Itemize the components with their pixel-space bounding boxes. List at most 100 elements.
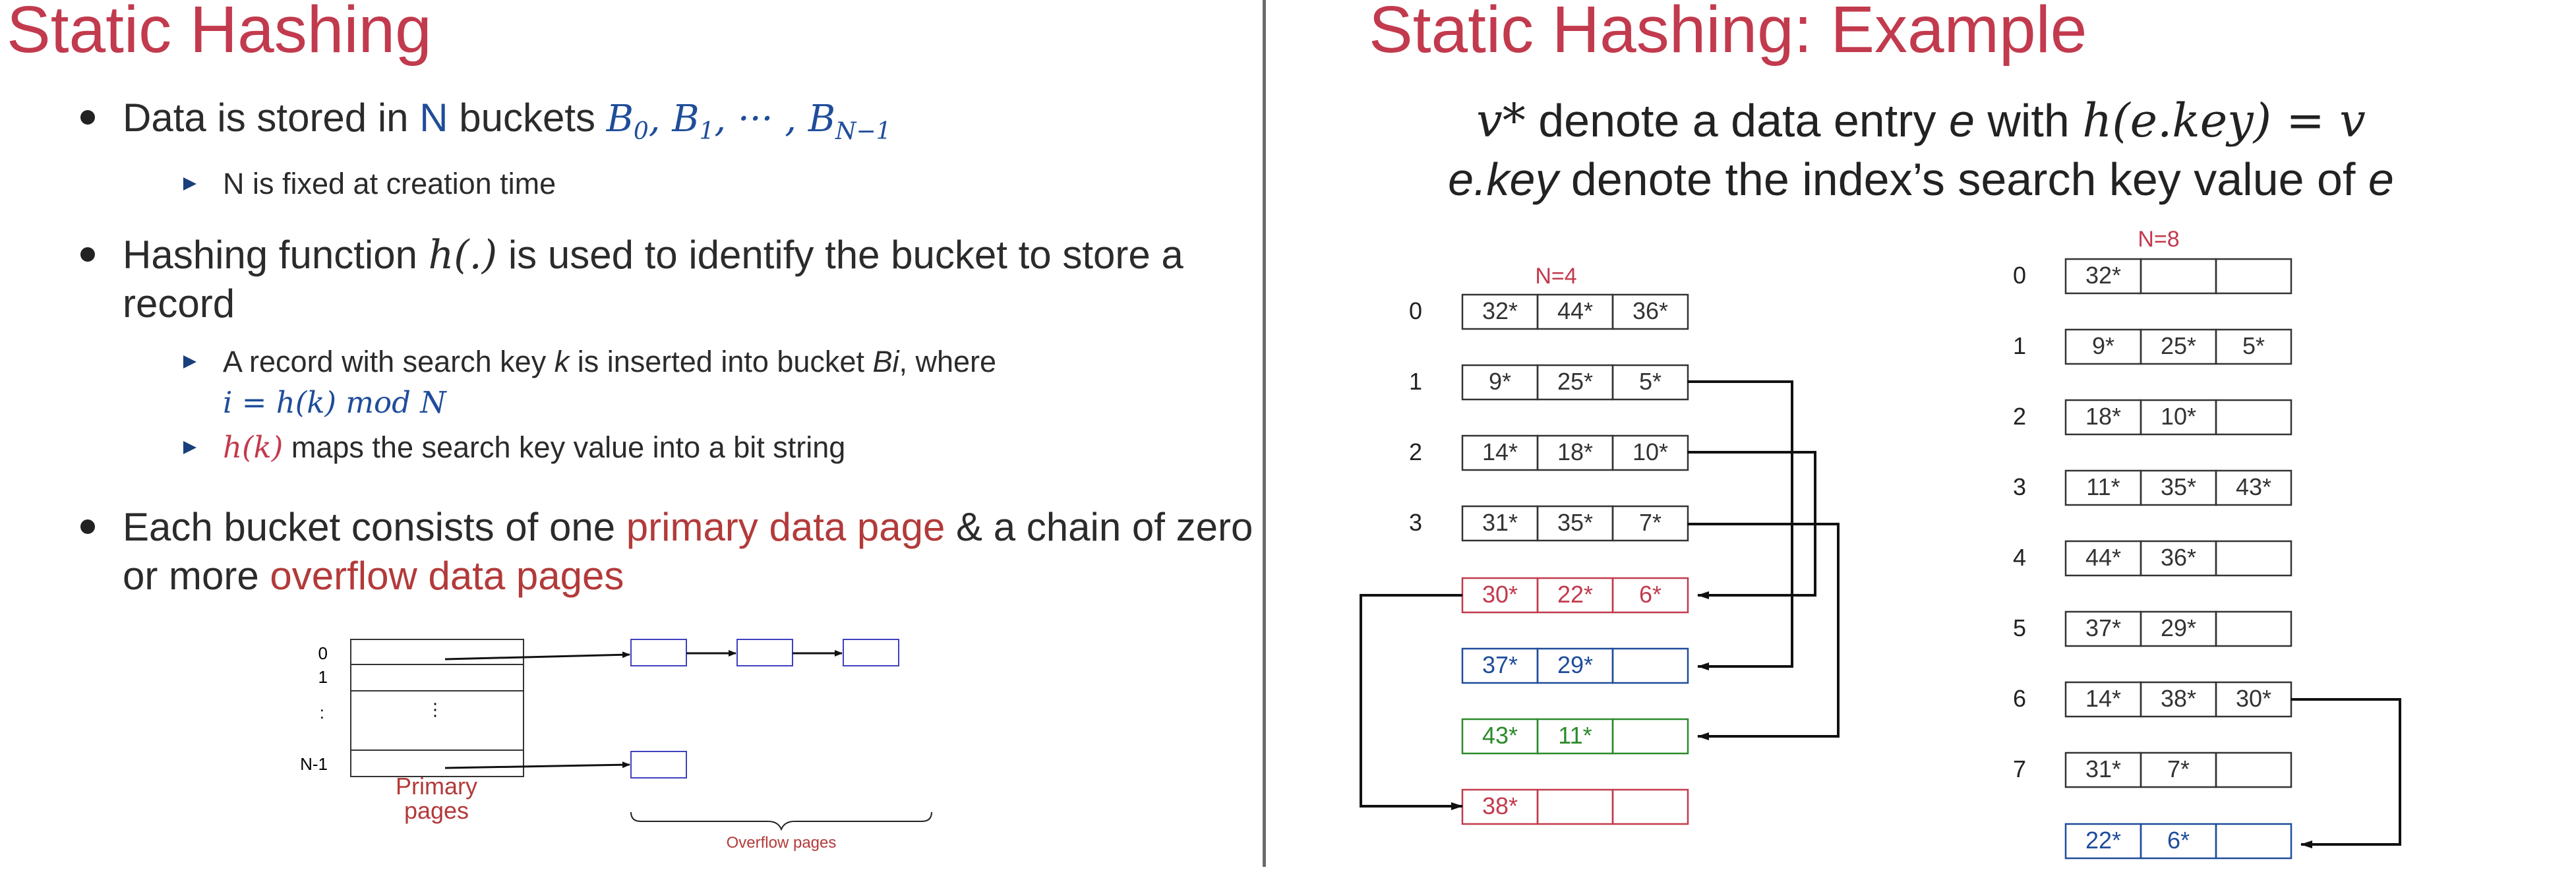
- bucket-entry: 44*: [2085, 544, 2121, 571]
- bucket-entry: 35*: [1557, 509, 1593, 536]
- bucket-entry: 44*: [1557, 297, 1593, 324]
- bucket-entry: 6*: [2167, 827, 2190, 854]
- slide-title: Static Hashing: [7, 0, 432, 67]
- bucket-entry: 10*: [1632, 438, 1668, 465]
- bucket-entry: 30*: [2236, 685, 2271, 712]
- slide-title: Static Hashing: Example: [1369, 0, 2087, 67]
- bucket-entry: 29*: [1557, 651, 1593, 678]
- n8-label: N=8: [2138, 227, 2179, 252]
- slide-divider: [1263, 0, 1266, 867]
- bucket-entry: 32*: [1482, 297, 1518, 324]
- pointer-bucket6-to-overflow: [2291, 698, 2401, 848]
- bucket-entry: 22*: [2085, 827, 2121, 854]
- definition-line-1: v* denote a data entry e with h(e.key) =…: [1476, 94, 2366, 148]
- row-label-n-1: N-1: [300, 754, 328, 774]
- bucket-cell: [1536, 788, 1614, 825]
- overflow-page: [630, 639, 687, 666]
- bucket-entry: 37*: [1482, 651, 1518, 678]
- bucket-entry: 5*: [1639, 368, 1662, 395]
- bucket-id: 1: [2013, 332, 2026, 359]
- bucket-cell: [2215, 540, 2292, 577]
- primary-pages-label: Primary: [396, 773, 477, 800]
- row-label-0: 0: [318, 643, 328, 663]
- bullet-dot: [80, 247, 95, 262]
- inner-dots: ⋮: [427, 699, 444, 719]
- overflow-page: [630, 751, 687, 779]
- sub-bullet-marker: [183, 441, 196, 454]
- sub-bullet-bit-string: h(k) maps the search key value into a bi…: [183, 427, 845, 468]
- bullet-dot: [80, 110, 95, 125]
- sub-bullet-marker: [183, 355, 196, 368]
- bucket-entry: 32*: [2085, 262, 2121, 289]
- n4-label: N=4: [1535, 264, 1576, 289]
- bucket-cell: [2215, 751, 2292, 788]
- bucket-entry: 7*: [2167, 755, 2190, 782]
- bucket-entry: 14*: [2085, 685, 2121, 712]
- bucket-entry: 25*: [2161, 332, 2196, 359]
- bucket-entry: 14*: [1482, 438, 1518, 465]
- sub-bullet-insert-rule: A record with search key k is inserted i…: [183, 341, 1212, 423]
- bucket-entry: 43*: [1482, 722, 1518, 749]
- bullet-dot: [80, 519, 95, 534]
- bucket-id: 0: [2013, 262, 2026, 289]
- bucket-entry: 36*: [1632, 297, 1668, 324]
- overflow-page: [736, 639, 793, 666]
- bucket-cell: [2215, 469, 2292, 506]
- bucket-entry: 11*: [1558, 722, 1592, 749]
- bucket-entry: 36*: [2161, 544, 2196, 571]
- bucket-entry: 29*: [2161, 614, 2196, 641]
- sub-bullet-fixed-n: N is fixed at creation time: [183, 163, 556, 204]
- bucket-entry: 7*: [1639, 509, 1662, 536]
- bucket-list: B0, B1, ··· , BN−1: [606, 98, 891, 146]
- bucket-id: 4: [2013, 544, 2026, 571]
- n8-bucket: 0 32*: [2013, 258, 2292, 295]
- bucket-id: 2: [2013, 403, 2026, 430]
- overflow-brace: [630, 811, 932, 831]
- bullet-bucket-pages: Each bucket consists of one primary data…: [80, 503, 1257, 601]
- bucket-id: 5: [2013, 614, 2026, 641]
- row-label-dots: :: [320, 703, 324, 722]
- bucket-entry: 31*: [2085, 755, 2121, 782]
- bucket-id: 1: [1409, 368, 1422, 395]
- bucket-entry: 37*: [2085, 614, 2121, 641]
- bucket-entry: 9*: [2092, 332, 2114, 359]
- n4-overflow-page: 30*22*6*: [1461, 577, 1689, 614]
- n8-bucket: 4 44* 36*: [2013, 540, 2292, 577]
- sub-bullet-marker: [183, 177, 196, 191]
- overflow-page: [843, 639, 899, 666]
- bucket-id: 6: [2013, 685, 2026, 712]
- bucket-cell: [1611, 293, 1689, 330]
- bucket-entry: 25*: [1557, 368, 1593, 395]
- bucket-entry: 6*: [1639, 581, 1662, 608]
- bucket-entry: 35*: [2161, 473, 2196, 500]
- bucket-cell: [1611, 647, 1689, 684]
- bucket-overflow-diagram: 0 1 : N-1 ⋮ Primary pages Overflow pages: [300, 639, 932, 852]
- bucket-cell: [2215, 328, 2292, 365]
- n4-overflow-page: 37* 29*: [1461, 647, 1689, 684]
- definition-line-2: e.key denote the index’s search key valu…: [1448, 154, 2394, 205]
- n4-overflow-page: 38*: [1461, 788, 1689, 825]
- bucket-entry: 22*: [1557, 581, 1593, 608]
- bucket-cell: [2215, 258, 2292, 295]
- bucket-cell: [2215, 399, 2292, 436]
- bucket-id: 3: [1409, 509, 1422, 536]
- bucket-cell: [2215, 610, 2292, 647]
- primary-pages-label-2: pages: [404, 797, 469, 824]
- bucket-id: 2: [1409, 438, 1422, 465]
- n4-overflow-page: 43* 11*: [1461, 718, 1689, 755]
- overflow-pages-label: Overflow pages: [727, 834, 837, 852]
- primary-pages-box: [350, 639, 524, 777]
- bucket-entry: 38*: [1482, 792, 1518, 819]
- bucket-cell: [1611, 718, 1689, 755]
- n8-bucket: 5 37* 29*: [2013, 610, 2292, 647]
